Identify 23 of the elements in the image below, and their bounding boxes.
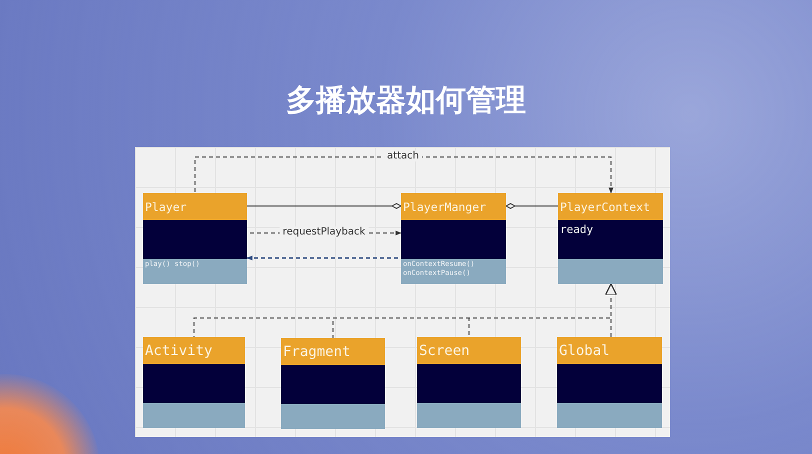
class-box bbox=[143, 337, 245, 428]
class-name: Global bbox=[559, 342, 610, 358]
aggregation-line bbox=[246, 203, 402, 209]
arrow bbox=[194, 156, 614, 194]
class-box bbox=[558, 193, 663, 284]
class-name: Player bbox=[145, 200, 187, 214]
class-name: Fragment bbox=[283, 344, 350, 360]
class-box bbox=[143, 193, 247, 284]
class-box bbox=[281, 338, 385, 429]
class-attribute: ready bbox=[560, 223, 594, 236]
class-name: PlayerManger bbox=[403, 200, 486, 214]
edge-label: attach bbox=[384, 150, 422, 162]
arrow bbox=[246, 256, 401, 260]
class-name: PlayerContext bbox=[560, 200, 650, 214]
class-box bbox=[417, 337, 521, 428]
class-box bbox=[401, 193, 506, 284]
slide-title: 多播放器如何管理 bbox=[285, 82, 527, 120]
aggregation-line bbox=[506, 203, 558, 209]
edge-label: requestPlayback bbox=[280, 226, 368, 238]
class-name: Screen bbox=[419, 342, 470, 358]
class-box bbox=[557, 337, 662, 428]
inheritance-arrow bbox=[604, 283, 618, 338]
class-name: Activity bbox=[145, 342, 212, 358]
